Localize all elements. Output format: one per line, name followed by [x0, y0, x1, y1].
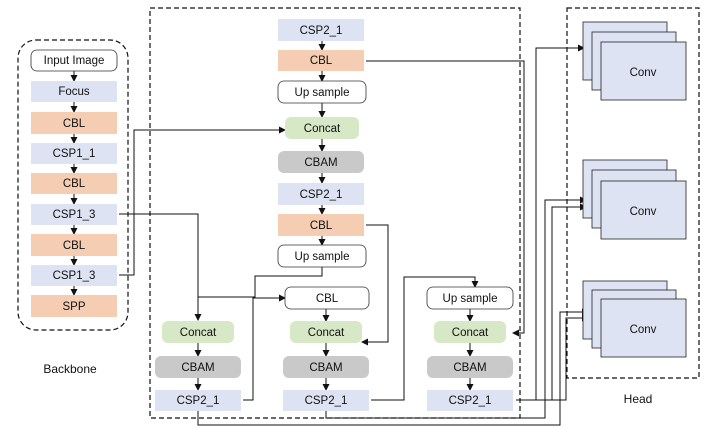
- connections: [70, 41, 589, 426]
- node-focus: [31, 81, 117, 102]
- node-csp1-3b: [31, 265, 117, 286]
- conv-stack-1: Conv: [582, 21, 687, 101]
- node-cbam-center: [283, 356, 369, 378]
- node-cbl-top: [278, 50, 364, 71]
- backbone-group-frame: [17, 39, 129, 331]
- node-cbl-3: [31, 234, 117, 256]
- edge-upsample2-concat-left: [198, 267, 323, 298]
- node-cbl-right-label: CBL: [316, 293, 339, 305]
- edge-csp1_3b-concat1: [119, 126, 286, 276]
- head-group-frame: [566, 7, 700, 379]
- conv-3-label: Conv: [630, 324, 657, 336]
- node-cbl-mid: [278, 214, 364, 236]
- node-spp-label: SPP: [62, 301, 85, 313]
- edge-csp2_1center-conv2: [325, 196, 587, 419]
- node-concat-center: [290, 321, 362, 343]
- node-cbl-top-label: CBL: [310, 55, 333, 67]
- neck-nodes: CSP2_1 CBL Up sample Concat CBAM CSP2_1 …: [155, 19, 514, 411]
- node-csp2-1-right-label: CSP2_1: [449, 395, 492, 407]
- node-csp1-1-label: CSP1_1: [53, 148, 96, 160]
- node-input-image-label: Input Image: [44, 55, 105, 67]
- backbone-caption: Backbone: [43, 362, 97, 376]
- node-csp1-3b-label: CSP1_3: [53, 270, 96, 282]
- edge-csp2_1center-upsample3: [371, 276, 479, 401]
- conv-1-label: Conv: [630, 67, 657, 79]
- node-input-image: [30, 49, 118, 72]
- node-upsample-3: [426, 286, 514, 310]
- node-csp2-1-mid: [278, 183, 364, 205]
- node-concat-center-label: Concat: [308, 327, 345, 339]
- node-csp2-1-center-label: CSP2_1: [305, 395, 348, 407]
- node-cbam-left-label: CBAM: [181, 362, 214, 374]
- node-cbam-1-label: CBAM: [304, 157, 337, 169]
- node-focus-label: Focus: [58, 86, 90, 98]
- node-cbl-2: [31, 173, 117, 194]
- node-csp1-3a: [31, 204, 117, 225]
- node-cbl-1: [31, 112, 117, 134]
- node-concat-right: [434, 321, 506, 343]
- node-concat-left-label: Concat: [180, 327, 217, 339]
- conv-2-label: Conv: [630, 206, 657, 218]
- node-concat-1-label: Concat: [304, 123, 341, 135]
- node-cbl-3-label: CBL: [63, 240, 86, 252]
- node-csp1-3a-label: CSP1_3: [53, 209, 96, 221]
- node-upsample-3-label: Up sample: [443, 293, 498, 305]
- backbone-nodes: Input Image Focus CBL CSP1_1 CBL CSP1_3 …: [30, 49, 118, 317]
- node-cbam-left: [155, 356, 241, 378]
- edge-csp2_1right-conv2b: [536, 203, 587, 401]
- node-csp1-1: [31, 143, 117, 164]
- conv-stack-3: Conv: [582, 280, 687, 358]
- edge-cbltop-concat-right: [366, 60, 525, 337]
- node-csp2-1-right: [427, 390, 513, 411]
- edge-csp1_3a-concat-left: [119, 213, 202, 321]
- node-upsample-1: [277, 80, 367, 104]
- edge-csp2_1left-cblright: [243, 294, 286, 401]
- node-cbam-center-label: CBAM: [309, 362, 342, 374]
- head-nodes: Conv Conv Conv: [582, 21, 687, 358]
- node-cbam-1: [278, 151, 364, 173]
- node-upsample-2-label: Up sample: [295, 251, 350, 263]
- node-upsample-1-label: Up sample: [295, 87, 350, 99]
- node-concat-left: [162, 321, 234, 343]
- edge-csp2_1right-conv3b: [536, 314, 589, 401]
- node-cbl-right: [284, 286, 370, 310]
- edge-csp2_1left-conv3: [197, 308, 589, 426]
- conv-stack-2: Conv: [582, 159, 687, 240]
- node-cbl-1-label: CBL: [63, 118, 86, 130]
- node-cbam-right: [427, 356, 513, 378]
- node-csp2-1-top-label: CSP2_1: [300, 25, 343, 37]
- node-spp: [31, 295, 117, 317]
- edge-csp2_1right-conv1: [516, 44, 585, 401]
- node-csp2-1-left: [155, 390, 241, 411]
- node-csp2-1-left-label: CSP2_1: [177, 395, 220, 407]
- node-cbam-right-label: CBAM: [453, 362, 486, 374]
- node-csp2-1-center: [283, 390, 369, 411]
- node-concat-right-label: Concat: [452, 327, 489, 339]
- node-cbl-2-label: CBL: [63, 178, 86, 190]
- node-csp2-1-mid-label: CSP2_1: [300, 189, 343, 201]
- node-concat-1: [285, 117, 359, 139]
- node-csp2-1-top: [278, 19, 364, 41]
- node-cbl-mid-label: CBL: [310, 220, 333, 232]
- edge-cblmid-concat-center: [361, 224, 389, 346]
- head-caption: Head: [624, 392, 653, 406]
- node-upsample-2: [277, 244, 367, 268]
